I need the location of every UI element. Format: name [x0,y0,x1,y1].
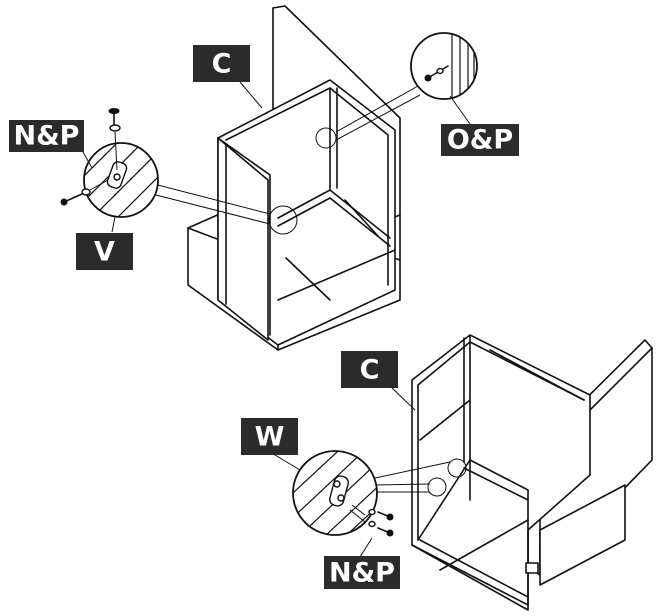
top-screws-np [60,108,121,206]
detail-circle-op [410,32,478,100]
svg-text:V: V [94,237,115,268]
top-callout-v-marker [268,205,298,235]
label-bottom-w: W [241,418,298,455]
svg-text:N&P: N&P [329,558,395,589]
bottom-callout-marker-2 [447,458,467,478]
svg-text:C: C [360,355,380,386]
top-side-panel [217,137,269,341]
bottom-cabinet [411,334,653,611]
label-bottom-c: C [341,351,398,388]
label-top-op: O&P [441,124,519,156]
svg-text:N&P: N&P [14,121,80,152]
label-top-v: V [76,233,133,270]
label-bottom-np: N&P [324,556,400,589]
top-cabinet [187,5,401,351]
label-top-np: N&P [9,120,84,152]
svg-text:W: W [255,422,285,453]
bottom-base-box [539,484,626,586]
bottom-callout-marker-1 [427,477,447,497]
svg-text:O&P: O&P [447,125,513,156]
top-callout-op-marker [315,127,337,149]
svg-text:C: C [212,49,232,80]
bottom-screws-np [349,504,394,537]
label-top-c: C [193,45,250,82]
